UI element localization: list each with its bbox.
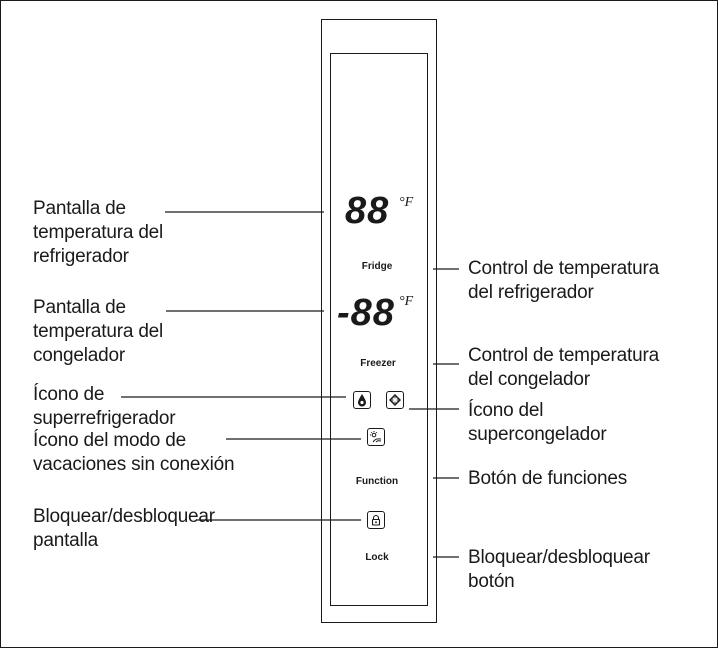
label-lock-button-line1: Bloquear/desbloquear [468,547,650,568]
freezer-button-label[interactable]: Freezer [360,358,396,369]
label-super-cool-line2: superrefrigerador [33,408,176,429]
lock-button-label[interactable]: Lock [365,552,389,563]
freezer-temperature-display: -88 [337,292,395,334]
label-fridge-display-line3: refrigerador [33,246,129,267]
label-freezer-display-line3: congelador [33,345,126,366]
label-super-freeze-line1: Ícono del [468,400,544,421]
super-freeze-icon [386,391,404,409]
fridge-button-label[interactable]: Fridge [361,261,393,272]
fridge-unit-label: °F [399,195,414,210]
label-function-button: Botón de funciones [468,468,628,489]
label-lock-display-line2: pantalla [33,530,98,551]
super-cool-icon [353,391,371,409]
freezer-unit-label: °F [399,294,414,309]
lock-icon [367,511,385,529]
label-fridge-display-line1: Pantalla de [33,198,126,219]
label-lock-button-line2: botón [468,571,515,592]
label-vacation-mode-line2: vacaciones sin conexión [33,454,235,475]
label-fridge-control-line1: Control de temperatura [468,258,659,279]
label-super-cool-line1: Ícono de [33,384,105,405]
label-freezer-control-line2: del congelador [468,369,590,390]
label-super-freeze-line2: supercongelador [468,424,607,445]
label-vacation-mode-line1: Ícono del modo de [33,430,186,451]
label-fridge-display-line2: temperatura del [33,222,164,243]
label-freezer-control-line1: Control de temperatura [468,345,659,366]
function-button-label[interactable]: Function [355,476,399,487]
vacation-mode-icon [367,428,385,446]
label-lock-display-line1: Bloquear/desbloquear [33,506,215,527]
fridge-temperature-display: 88 [345,190,390,232]
label-freezer-display-line1: Pantalla de [33,297,126,318]
label-freezer-display-line2: temperatura del [33,321,164,342]
label-fridge-control-line2: del refrigerador [468,282,594,303]
